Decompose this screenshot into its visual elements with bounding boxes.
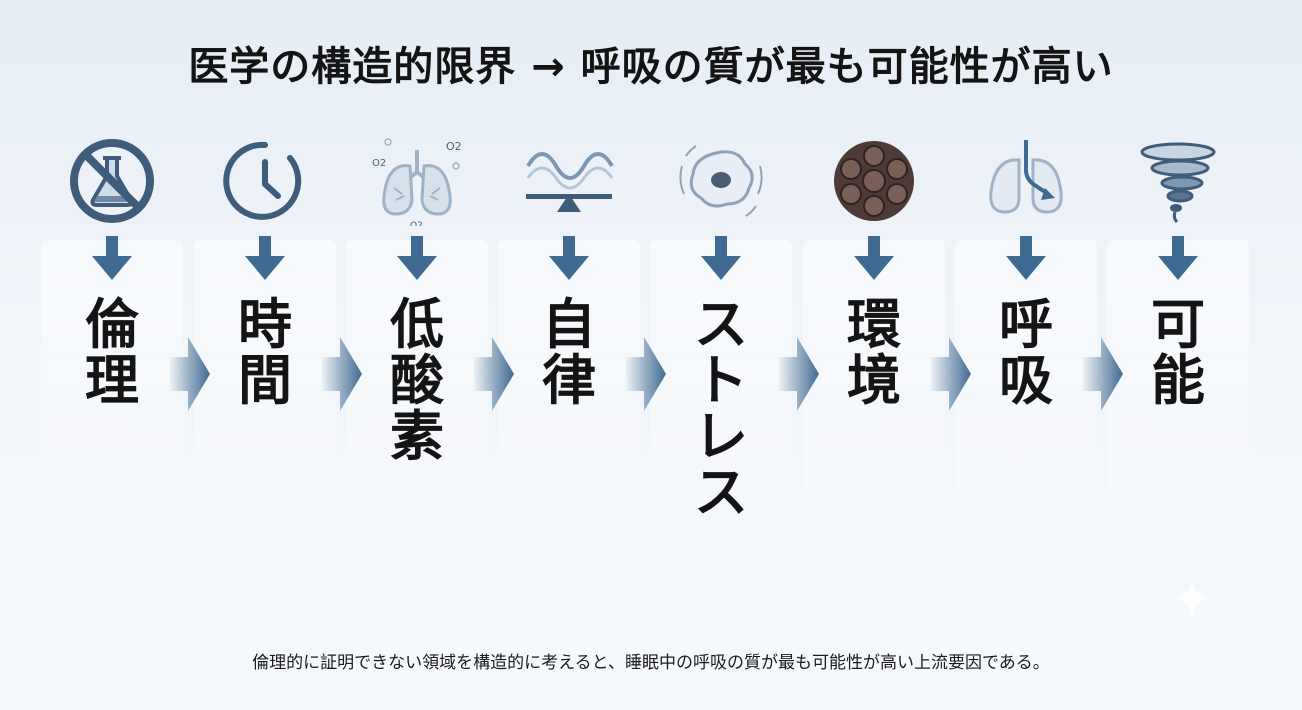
step-label: 時 間 bbox=[190, 296, 340, 408]
next-step-arrow-icon bbox=[779, 337, 819, 411]
stressed-cell-icon bbox=[679, 145, 763, 217]
label-char: 素 bbox=[390, 404, 444, 468]
label-char: 時 bbox=[238, 292, 292, 356]
label-char: 理 bbox=[85, 348, 139, 412]
caption: 倫理的に証明できない領域を構造的に考えると、睡眠中の呼吸の質が最も可能性が高い上… bbox=[252, 653, 1050, 673]
label-char: 酸 bbox=[390, 348, 444, 412]
step-autonomic: 自 律 bbox=[494, 128, 644, 588]
step-breathing: 呼 吸 bbox=[951, 128, 1101, 588]
cell-cluster-icon bbox=[834, 141, 914, 221]
down-arrow-icon bbox=[701, 236, 741, 280]
label-char: 倫 bbox=[85, 292, 139, 356]
label-char: 低 bbox=[390, 292, 444, 356]
down-arrow-icon bbox=[92, 236, 132, 280]
step-panel bbox=[41, 240, 183, 580]
down-arrow-icon bbox=[1006, 236, 1046, 280]
down-arrow-icon bbox=[397, 236, 437, 280]
step-panel bbox=[194, 240, 336, 580]
step-label: 低 酸 素 bbox=[342, 296, 492, 464]
next-step-arrow-icon bbox=[626, 337, 666, 411]
step-label: 呼 吸 bbox=[951, 296, 1101, 408]
label-char: 自 bbox=[542, 292, 596, 356]
step-panel bbox=[1107, 240, 1249, 580]
next-step-arrow-icon bbox=[1083, 337, 1123, 411]
lungs-oxygen-icon: O2 O2 O2 bbox=[372, 138, 462, 226]
label-char: 環 bbox=[847, 292, 901, 356]
sparkle-icon bbox=[1174, 580, 1210, 616]
oxygen-label: O2 bbox=[372, 158, 386, 169]
down-arrow-icon bbox=[549, 236, 589, 280]
step-stress: ス ト レ ス bbox=[646, 128, 796, 588]
no-lab-flask-icon bbox=[70, 139, 154, 223]
oxygen-label: O2 bbox=[410, 221, 423, 226]
label-char: 境 bbox=[847, 348, 901, 412]
step-label: 倫 理 bbox=[37, 296, 187, 408]
label-char: ス bbox=[694, 460, 748, 524]
step-panel bbox=[803, 240, 945, 580]
clock-icon bbox=[223, 141, 302, 220]
step-possibility: 可 能 bbox=[1103, 128, 1253, 588]
page-title: 医学の構造的限界 → 呼吸の質が最も可能性が高い bbox=[188, 44, 1114, 90]
label-char: レ bbox=[694, 404, 748, 468]
label-char: ス bbox=[694, 292, 748, 356]
label-char: 能 bbox=[1151, 348, 1205, 412]
oxygen-label: O2 bbox=[446, 140, 462, 153]
step-ethics: 倫 理 bbox=[37, 128, 187, 588]
label-char: 律 bbox=[542, 348, 596, 412]
step-label: 自 律 bbox=[494, 296, 644, 408]
label-char: 呼 bbox=[999, 292, 1053, 356]
label-char: 間 bbox=[238, 348, 292, 412]
label-char: 吸 bbox=[999, 348, 1053, 412]
next-step-arrow-icon bbox=[170, 337, 210, 411]
next-step-arrow-icon bbox=[322, 337, 362, 411]
step-time: 時 間 bbox=[190, 128, 340, 588]
step-panel bbox=[346, 240, 488, 580]
down-arrow-icon bbox=[854, 236, 894, 280]
step-label: 環 境 bbox=[799, 296, 949, 408]
step-label: 可 能 bbox=[1103, 296, 1253, 408]
down-arrow-icon bbox=[1158, 236, 1198, 280]
label-char: 可 bbox=[1151, 292, 1205, 356]
label-char: ト bbox=[694, 348, 748, 412]
step-label: ス ト レ ス bbox=[646, 296, 796, 520]
step-panel bbox=[650, 240, 792, 580]
next-step-arrow-icon bbox=[474, 337, 514, 411]
down-arrow-icon bbox=[245, 236, 285, 280]
step-panel bbox=[498, 240, 640, 580]
next-step-arrow-icon bbox=[931, 337, 971, 411]
balance-wave-icon bbox=[526, 152, 614, 212]
tornado-icon bbox=[1140, 142, 1216, 224]
step-environment: 環 境 bbox=[799, 128, 949, 588]
lungs-airflow-icon bbox=[989, 140, 1063, 214]
step-panel bbox=[955, 240, 1097, 580]
step-hypoxia: O2 O2 O2 低 酸 素 bbox=[342, 128, 492, 588]
